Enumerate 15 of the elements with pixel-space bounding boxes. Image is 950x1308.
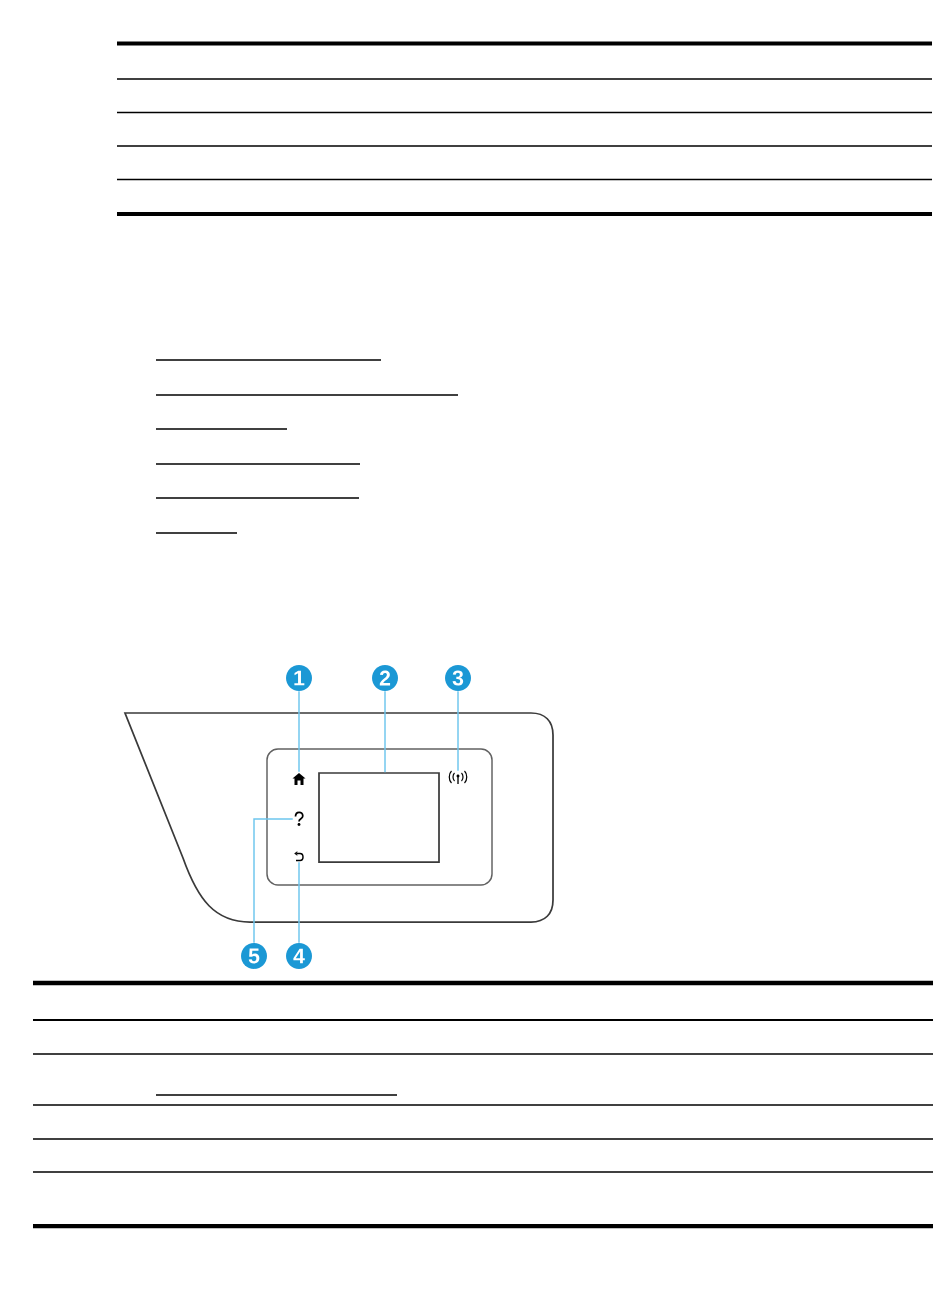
home-icon — [292, 773, 306, 785]
callout-number: 3 — [445, 665, 471, 691]
display-screen — [318, 772, 440, 863]
back-arrow-icon — [294, 851, 304, 862]
callout-number: 5 — [241, 943, 267, 969]
wireless-icon — [448, 770, 468, 785]
callout-number: 4 — [286, 943, 312, 969]
leader-line — [384, 690, 386, 773]
callout-number: 1 — [286, 665, 312, 691]
leader-line — [253, 818, 294, 944]
question-mark-icon — [294, 811, 304, 826]
callout-number: 2 — [372, 665, 398, 691]
leader-line — [298, 690, 300, 773]
leader-line — [457, 690, 459, 772]
leader-line — [298, 861, 300, 944]
